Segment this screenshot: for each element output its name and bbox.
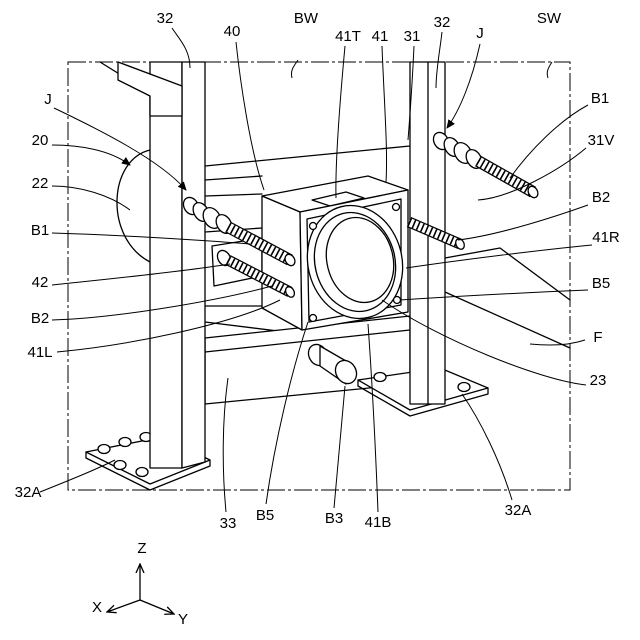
label-j-left: J (44, 91, 52, 108)
leader-line (458, 205, 588, 240)
bolt-b5 (310, 223, 317, 230)
label-part-20: 20 (32, 132, 49, 149)
wall-22 (117, 150, 150, 262)
label-box-41: 41 (372, 28, 389, 45)
label-j-right: J (476, 25, 484, 42)
label-pillar-left: 32 (157, 10, 174, 27)
label-part-31v: 31V (588, 132, 615, 149)
label-b5-bottom: B5 (256, 507, 274, 524)
leader-line (510, 105, 588, 178)
leader-line (291, 60, 298, 78)
label-b2-right: B2 (592, 189, 610, 206)
label-b1-left: B1 (31, 222, 49, 239)
label-pipe-31: 31 (404, 28, 421, 45)
floor-lines (445, 248, 570, 348)
axis-label-y: Y (178, 611, 188, 628)
left-pillar (150, 62, 205, 468)
leader-line (52, 145, 130, 165)
bolt-b5 (394, 297, 401, 304)
label-b1-right: B1 (591, 90, 609, 107)
label-face-41r: 41R (592, 229, 620, 246)
label-part-22: 22 (32, 175, 49, 192)
label-base-right-32a: 32A (505, 502, 532, 519)
axis-label-z: Z (137, 540, 146, 557)
label-b5-right: B5 (592, 275, 610, 292)
label-face-41b: 41B (365, 514, 392, 531)
label-back-wall: BW (294, 10, 319, 27)
label-pillar-right: 32 (434, 14, 451, 31)
bolt-b5 (393, 204, 400, 211)
leader-line (447, 44, 480, 128)
x-axis-arrow (107, 600, 140, 612)
axis-label-x: X (92, 599, 102, 616)
label-part-23: 23 (590, 372, 607, 389)
leader-line (462, 394, 512, 500)
leader-line (336, 46, 345, 198)
y-axis-arrow (140, 600, 174, 614)
leader-line (382, 46, 387, 182)
label-bolt-b3: B3 (325, 510, 343, 527)
axis-triad: Z X Y (92, 540, 188, 628)
bolt-b5 (310, 315, 317, 322)
label-frame-40: 40 (224, 23, 241, 40)
label-part-42: 42 (32, 274, 49, 291)
left-face-41l (262, 196, 302, 330)
leader-line (547, 62, 552, 78)
label-beam-33: 33 (220, 515, 237, 532)
label-floor-f: F (593, 329, 602, 346)
label-face-41l: 41L (27, 344, 52, 361)
leader-line (236, 42, 264, 190)
leader-line (40, 460, 115, 492)
label-b2-left: B2 (31, 310, 49, 327)
label-base-left-32a: 32A (15, 484, 42, 501)
label-side-wall: SW (537, 10, 562, 27)
label-top-face-41t: 41T (335, 28, 361, 45)
bolt-b1-right (430, 130, 539, 200)
